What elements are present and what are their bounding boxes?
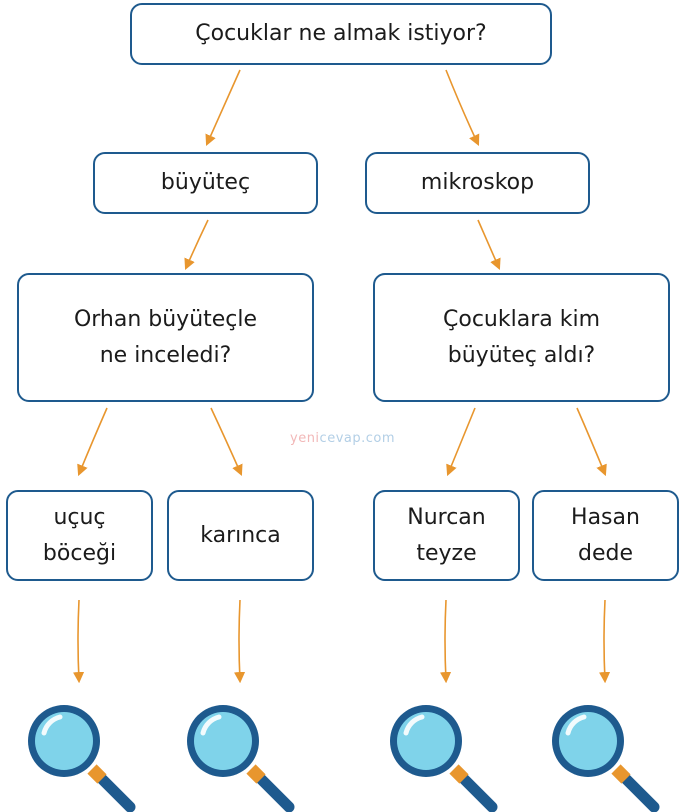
arrow-qright-to-leaf4 (576, 407, 607, 477)
arrow-mikroskop-to-question (477, 219, 501, 271)
arrow-buyutec-to-question (184, 219, 209, 271)
leaf-1-text: uçuç böceği (42, 504, 117, 566)
answer-left-box: büyüteç (93, 152, 318, 214)
magnifier-icon (552, 705, 660, 812)
watermark-part2: cevap.com (319, 431, 396, 446)
question-right-text: Çocuklara kim büyüteç aldı? (443, 306, 600, 368)
arrow-qright-to-leaf3 (446, 407, 476, 477)
arrow-leaf4-down (598, 599, 611, 684)
leaf-1-box: uçuç böceği (6, 490, 153, 581)
arrow-leaf1-down (72, 599, 85, 684)
question-right-box: Çocuklara kim büyüteç aldı? (373, 273, 670, 402)
leaf-3-box: Nurcan teyze (373, 490, 520, 581)
arrow-main-to-left (205, 69, 241, 147)
arrow-qleft-to-leaf1 (77, 407, 108, 477)
leaf-3-text: Nurcan teyze (407, 504, 486, 566)
magnifier-icon (390, 705, 498, 812)
answer-left-text: büyüteç (160, 170, 251, 195)
leaf-4-box: Hasan dede (532, 490, 679, 581)
question-main-text: Çocuklar ne almak istiyor? (195, 21, 487, 46)
watermark: yenicevap.com (290, 431, 395, 446)
answer-right-text: mikroskop (420, 170, 535, 195)
leaf-2-box: karınca (167, 490, 314, 581)
arrow-leaf2-down (233, 599, 246, 684)
magnifier-icon (187, 705, 295, 812)
arrow-leaf3-down (439, 599, 452, 684)
magnifier-icon (28, 705, 136, 812)
question-left-text: Orhan büyüteçle ne inceledi? (73, 306, 258, 368)
arrow-main-to-right (445, 69, 480, 147)
answer-right-box: mikroskop (365, 152, 590, 214)
question-main-box: Çocuklar ne almak istiyor? (130, 3, 552, 65)
leaf-4-text: Hasan dede (571, 504, 640, 566)
question-left-box: Orhan büyüteçle ne inceledi? (17, 273, 314, 402)
watermark-part1: yeni (290, 431, 320, 446)
leaf-2-text: karınca (200, 522, 281, 548)
arrow-qleft-to-leaf2 (210, 407, 243, 477)
